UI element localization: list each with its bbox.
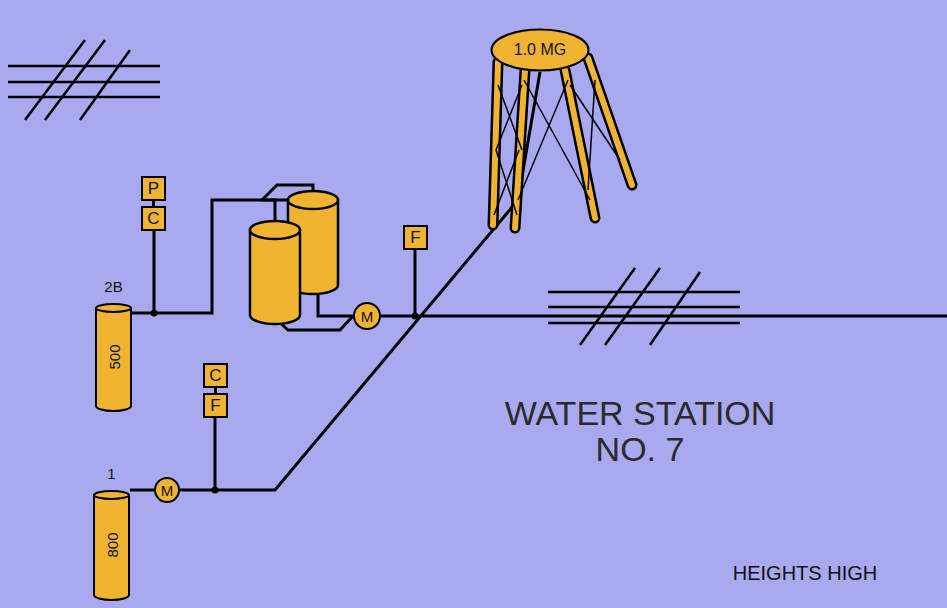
tower-leg [493,62,498,225]
rail-line [548,322,740,325]
station-title: WATER STATION NO. 7 [480,395,800,467]
rail-tie [605,268,660,345]
motor-circle [155,478,179,502]
junction-dot [212,487,219,494]
tower-brace [496,85,522,150]
pipe-connector [152,201,155,206]
tower-brace [518,80,568,200]
instrument-box [142,207,165,230]
node-label: 1.0 MG [514,42,566,58]
motor-circle [354,303,380,329]
sensor-lead [214,418,217,490]
tank-top [250,221,300,239]
tower-leg-outline [493,62,498,225]
junction-dot [412,313,419,320]
instrument-box: P [141,176,166,201]
well: 2B500 [95,303,132,411]
node-label: F [210,397,220,414]
sensor-lead [414,250,417,316]
instrument-box [142,177,165,200]
junction-dots [151,310,419,494]
instrument-box [204,394,227,417]
tower-leg [565,70,595,218]
well-top [94,491,129,499]
pipe-connector [130,489,154,492]
pipe-connector [180,72,540,490]
water-tower: 1.0 MG [490,28,590,72]
well-capacity: 800 [104,532,119,557]
rail-line [8,96,160,99]
well: 1800 [93,490,130,600]
tower-leg-outline [565,70,595,218]
node-label: P [148,180,159,197]
instrument-box [404,226,427,249]
junction-dot [151,310,158,317]
rail-tie [650,272,700,345]
node-label: M [361,309,374,324]
sensor-lead [153,231,156,313]
rail-tie [580,268,635,345]
storage-tanks [250,191,338,324]
tower-legs [493,58,632,228]
well-top [96,304,131,312]
well-casing [94,495,129,600]
tank-top [492,30,589,71]
instrument-box [204,364,227,387]
motor: M [154,477,180,503]
tank-body [250,230,300,324]
well-number: 1 [107,466,115,481]
rail-line [548,306,740,309]
well-casing [96,308,131,411]
main-pipe [381,315,947,318]
rail-tie [45,40,105,120]
tower-brace [570,85,620,160]
tower-brace [524,80,590,200]
pipe [154,185,947,490]
area-label: HEIGHTS HIGH [700,562,910,584]
instrument-box: C [203,363,228,388]
well-number: 2B [104,279,122,294]
pipe-connector [132,200,353,316]
tower-leg-outline [515,70,525,228]
tower-brace [588,80,595,190]
tower-leg [515,70,525,228]
railroad-symbol [8,40,160,120]
node-label: C [147,210,159,227]
rail-line [8,81,160,84]
node-label: M [161,483,174,498]
instrument-box: F [203,393,228,418]
node-label: C [209,367,221,384]
instrument-box: C [141,206,166,231]
pipe-connector [214,388,217,393]
motor: M [353,302,381,330]
instrument-box: F [403,225,428,250]
tower-brace [494,150,519,215]
well-capacity: 500 [106,344,121,369]
node-label: F [410,229,420,246]
railroad-symbol [548,268,740,345]
tank-top [288,191,338,209]
rail-tie [80,50,130,120]
